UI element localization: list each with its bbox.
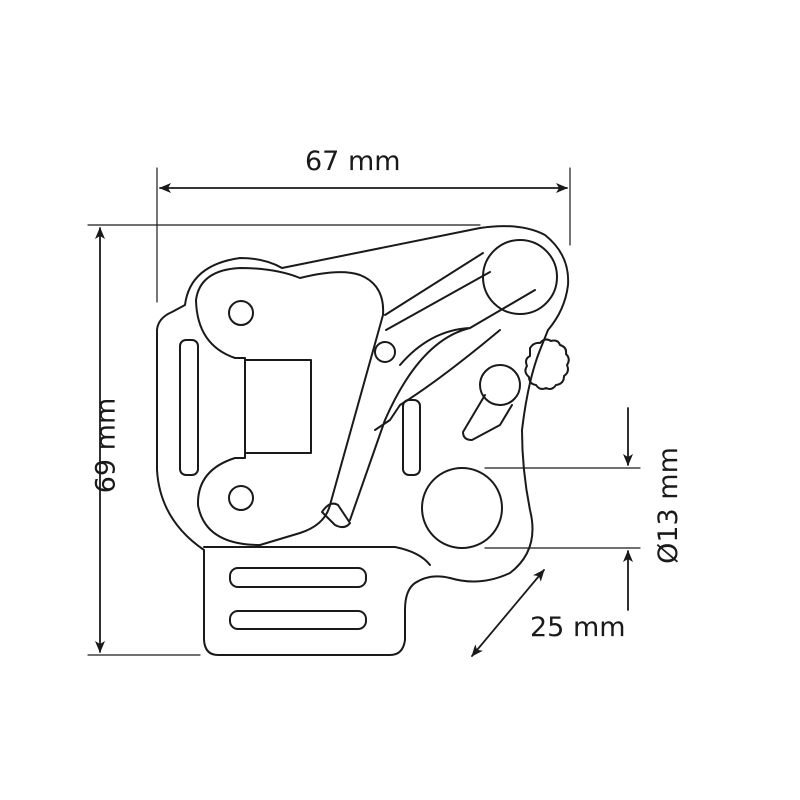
back-plate bbox=[156, 225, 570, 656]
rivet-upper bbox=[228, 300, 254, 326]
height-dimension-label: 69 mm bbox=[90, 397, 122, 494]
side-arm bbox=[349, 252, 536, 521]
spring-pin bbox=[479, 364, 521, 406]
attachment-hole bbox=[421, 467, 503, 549]
pulley-circle bbox=[482, 239, 558, 315]
hole-diameter-label: Ø13 mm bbox=[652, 447, 684, 564]
left-slot bbox=[179, 339, 199, 476]
webbing-dimension-arrow bbox=[471, 569, 545, 657]
bottom-slot-lower bbox=[229, 610, 367, 630]
extension-lines bbox=[87, 167, 641, 656]
cam-tooth bbox=[321, 502, 351, 529]
cam-lever bbox=[195, 267, 385, 546]
rivet-lower bbox=[228, 485, 254, 511]
pin-circle bbox=[374, 341, 396, 363]
cam-window bbox=[244, 359, 312, 454]
width-dimension-label: 67 mm bbox=[305, 146, 401, 177]
center-slot bbox=[402, 399, 421, 476]
plate-fold-curve bbox=[394, 546, 431, 566]
spring-pin-tab bbox=[462, 394, 513, 441]
locking-knob bbox=[524, 338, 570, 390]
webbing-width-label: 25 mm bbox=[530, 612, 626, 643]
bottom-slot-upper bbox=[229, 567, 367, 588]
